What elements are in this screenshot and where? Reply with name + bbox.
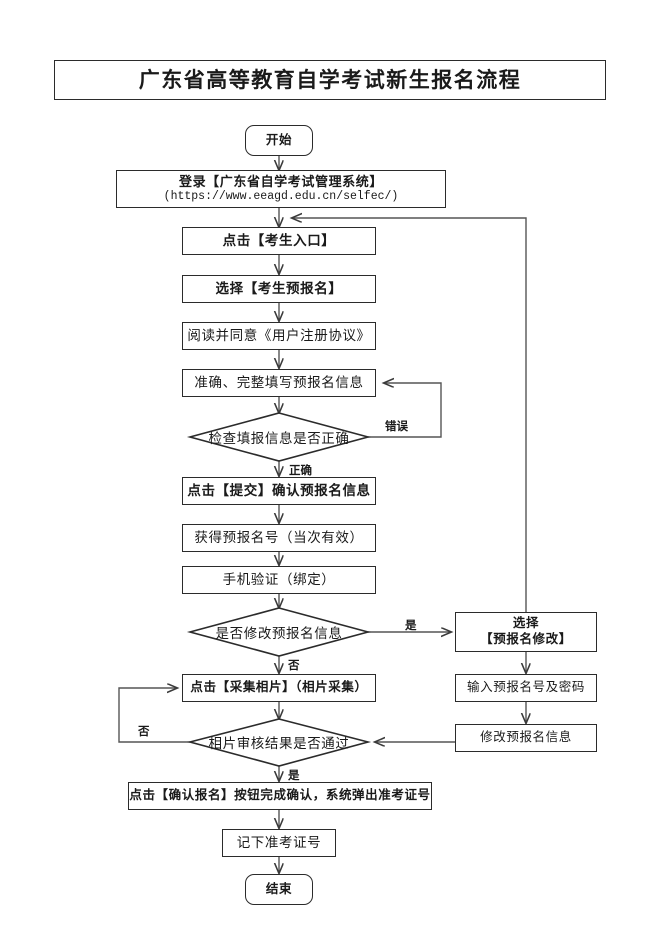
node-modify-question-label: 是否修改预报名信息 <box>215 626 343 641</box>
node-confirm-registration[interactable]: 点击【确认报名】按钮完成确认，系统弹出准考证号 <box>128 782 432 810</box>
node-input-number[interactable]: 输入预报名号及密码 <box>455 674 597 702</box>
node-login-label: 登录【广东省自学考试管理系统】 <box>178 173 383 189</box>
node-end[interactable]: 结束 <box>245 874 313 905</box>
edge-label-no-photo: 否 <box>138 726 150 738</box>
node-modify-info[interactable]: 修改预报名信息 <box>455 724 597 752</box>
decision-photoq-shape <box>186 718 372 767</box>
edge-label-correct: 正确 <box>289 465 312 477</box>
node-get-number-label: 获得预报名号（当次有效） <box>194 529 364 545</box>
chart-title: 广东省高等教育自学考试新生报名流程 <box>138 67 522 92</box>
edge-label-no-modify: 否 <box>288 660 300 672</box>
node-select-modify[interactable]: 选择 【预报名修改】 <box>455 612 597 652</box>
node-submit-label: 点击【提交】确认预报名信息 <box>187 482 371 498</box>
node-fill-info-label: 准确、完整填写预报名信息 <box>194 374 364 390</box>
node-agreement[interactable]: 阅读并同意《用户注册协议》 <box>182 322 376 350</box>
node-phone-verify-label: 手机验证（绑定） <box>222 571 336 587</box>
node-photo-question[interactable]: 相片审核结果是否通过 <box>190 728 368 756</box>
decision-checkinfo-shape <box>186 412 372 462</box>
node-submit[interactable]: 点击【提交】确认预报名信息 <box>182 477 376 505</box>
node-start-label: 开始 <box>265 132 293 147</box>
node-login-url: (https://www.eeagd.edu.cn/selfec/) <box>163 189 399 203</box>
edge-label-yes-photo: 是 <box>288 770 300 782</box>
node-select-preregister-label: 选择【考生预报名】 <box>215 280 343 296</box>
node-login[interactable]: 登录【广东省自学考试管理系统】 (https://www.eeagd.edu.c… <box>116 170 446 208</box>
edge-label-error: 错误 <box>385 421 408 433</box>
node-phone-verify[interactable]: 手机验证（绑定） <box>182 566 376 594</box>
edge-label-yes-modify: 是 <box>405 620 417 632</box>
node-write-down-label: 记下准考证号 <box>236 834 322 850</box>
node-get-number[interactable]: 获得预报名号（当次有效） <box>182 524 376 552</box>
node-photo-question-label: 相片审核结果是否通过 <box>208 736 350 751</box>
node-photo-capture[interactable]: 点击【采集相片】（相片采集） <box>182 674 376 702</box>
node-input-number-label: 输入预报名号及密码 <box>467 680 585 695</box>
node-modify-question[interactable]: 是否修改预报名信息 <box>190 618 368 646</box>
chart-title-banner: 广东省高等教育自学考试新生报名流程 <box>54 60 606 100</box>
decision-modifyq-shape <box>186 607 372 657</box>
node-candidate-entry[interactable]: 点击【考生入口】 <box>182 227 376 255</box>
node-select-preregister[interactable]: 选择【考生预报名】 <box>182 275 376 303</box>
node-select-modify-sublabel: 【预报名修改】 <box>480 632 572 646</box>
edge-photoq-photo-no <box>118 688 190 743</box>
edge-selectmod-entry-return <box>292 218 527 612</box>
node-check-info-label: 检查填报信息是否正确 <box>208 431 350 446</box>
node-modify-info-label: 修改预报名信息 <box>480 730 572 745</box>
node-photo-capture-label: 点击【采集相片】（相片采集） <box>190 680 368 695</box>
node-end-label: 结束 <box>265 881 293 896</box>
node-candidate-entry-label: 点击【考生入口】 <box>222 232 336 248</box>
node-check-info[interactable]: 检查填报信息是否正确 <box>190 423 368 451</box>
node-write-down[interactable]: 记下准考证号 <box>222 829 336 857</box>
node-start[interactable]: 开始 <box>245 125 313 156</box>
edge-checkinfo-fillinfo-error <box>368 383 442 438</box>
node-select-modify-label: 选择 <box>512 616 540 631</box>
node-fill-info[interactable]: 准确、完整填写预报名信息 <box>182 369 376 397</box>
node-confirm-registration-label: 点击【确认报名】按钮完成确认，系统弹出准考证号 <box>129 788 431 803</box>
node-agreement-label: 阅读并同意《用户注册协议》 <box>187 327 371 343</box>
